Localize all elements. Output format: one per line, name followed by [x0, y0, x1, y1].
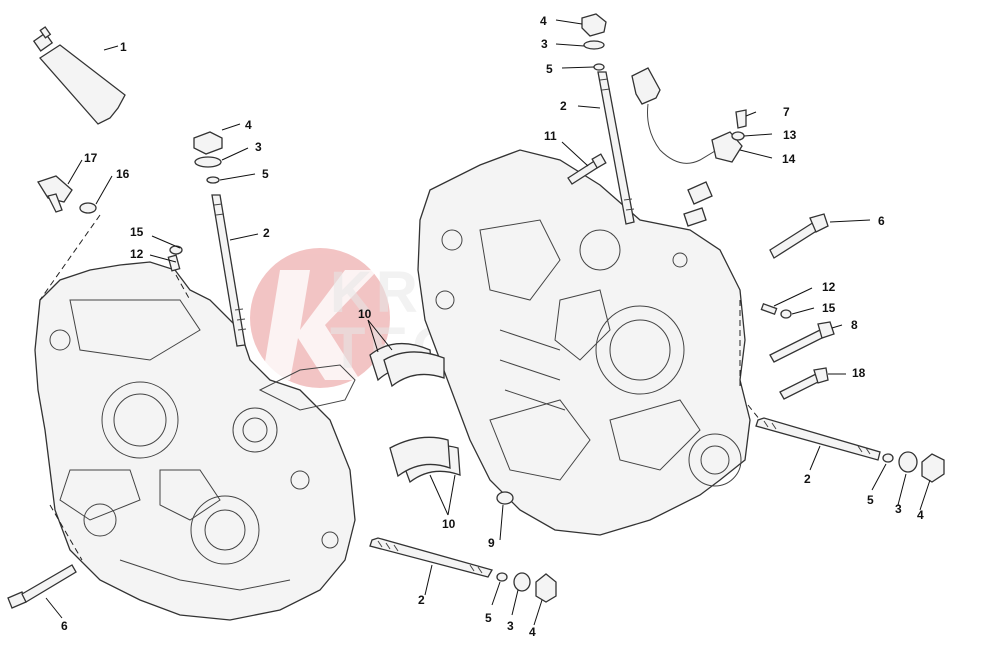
- callout-15-right: 15: [822, 301, 836, 315]
- callout-3-right: 3: [895, 502, 902, 516]
- callout-16: 16: [116, 167, 130, 181]
- callout-2: 2: [263, 226, 270, 240]
- left-upper-oring[interactable]: [206, 176, 220, 184]
- callout-4-top: 4: [540, 14, 547, 28]
- pin-12-right[interactable]: [760, 302, 778, 316]
- callout-5-lower: 5: [485, 611, 492, 625]
- left-upper-nut[interactable]: [193, 131, 223, 155]
- callout-2-right: 2: [804, 472, 811, 486]
- left-crankcase-half[interactable]: [34, 261, 356, 621]
- callout-18: 18: [852, 366, 866, 380]
- callout-6-right: 6: [878, 214, 885, 228]
- bolt-11[interactable]: [567, 153, 607, 185]
- callout-12: 12: [130, 247, 144, 261]
- bearing-shells-lower[interactable]: [389, 436, 461, 484]
- callout-9: 9: [488, 536, 495, 550]
- callout-11: 11: [544, 129, 557, 143]
- lower-left-stud[interactable]: [369, 537, 493, 578]
- right-top-washer[interactable]: [583, 40, 605, 50]
- right-crankcase-half[interactable]: [417, 149, 751, 536]
- dowel-15-left[interactable]: [169, 245, 183, 255]
- callout-3-lower: 3: [507, 619, 514, 633]
- speed-sensor-14[interactable]: [631, 67, 743, 164]
- callout-17: 17: [84, 151, 98, 165]
- right-bolt-6[interactable]: [769, 213, 829, 259]
- callout-14: 14: [782, 152, 796, 166]
- sealing-washer-16[interactable]: [79, 202, 97, 214]
- callout-2-top: 2: [560, 99, 567, 113]
- callout-3: 3: [255, 140, 262, 154]
- washer-13[interactable]: [731, 131, 745, 141]
- right-lower-nut[interactable]: [921, 453, 945, 483]
- right-top-nut[interactable]: [581, 13, 607, 37]
- callout-10-upper: 10: [358, 307, 372, 321]
- oil-pressure-switch[interactable]: [37, 175, 73, 213]
- sealant-tube[interactable]: [32, 26, 126, 125]
- right-lower-oring[interactable]: [882, 453, 894, 463]
- callout-12-right: 12: [822, 280, 836, 294]
- callout-5-right: 5: [867, 493, 874, 507]
- callout-6: 6: [61, 619, 68, 633]
- bolt-18[interactable]: [779, 367, 829, 400]
- callout-3-top: 3: [541, 37, 548, 51]
- callout-5: 5: [262, 167, 269, 181]
- callout-4: 4: [245, 118, 252, 132]
- left-bolt-6[interactable]: [7, 564, 77, 609]
- callouts: 1 4 3 5 2 17 16 15 12 10 10 9 6 2 5 3 4 …: [61, 14, 924, 639]
- pin-12-left[interactable]: [167, 254, 181, 272]
- left-upper-washer[interactable]: [194, 156, 222, 168]
- screw-7[interactable]: [735, 109, 747, 129]
- right-top-oring[interactable]: [593, 63, 605, 71]
- left-upper-stud[interactable]: [211, 194, 247, 347]
- sensor-gasket-2: [683, 207, 707, 227]
- callout-7: 7: [783, 105, 790, 119]
- lower-left-nut[interactable]: [535, 573, 557, 603]
- callout-4-right: 4: [917, 508, 924, 522]
- oring-9[interactable]: [496, 491, 514, 505]
- bearing-shells-upper[interactable]: [369, 342, 445, 388]
- callout-1: 1: [120, 40, 127, 54]
- callout-13: 13: [783, 128, 797, 142]
- lower-left-oring[interactable]: [496, 572, 508, 582]
- callout-15: 15: [130, 225, 144, 239]
- leader-lines: [45, 19, 931, 626]
- bolt-8[interactable]: [769, 321, 835, 363]
- callout-5-top: 5: [546, 62, 553, 76]
- right-lower-washer[interactable]: [898, 451, 918, 473]
- callout-2-lower: 2: [418, 593, 425, 607]
- right-lower-stud[interactable]: [755, 417, 881, 461]
- callout-8: 8: [851, 318, 858, 332]
- lower-left-washer[interactable]: [513, 572, 531, 592]
- dowel-15-right[interactable]: [780, 309, 792, 319]
- sensor-gasket: [687, 181, 713, 205]
- right-upper-stud[interactable]: [597, 71, 635, 225]
- assembly-lines: [39, 214, 761, 561]
- callout-10-lower: 10: [442, 517, 456, 531]
- callout-4-lower: 4: [529, 625, 536, 639]
